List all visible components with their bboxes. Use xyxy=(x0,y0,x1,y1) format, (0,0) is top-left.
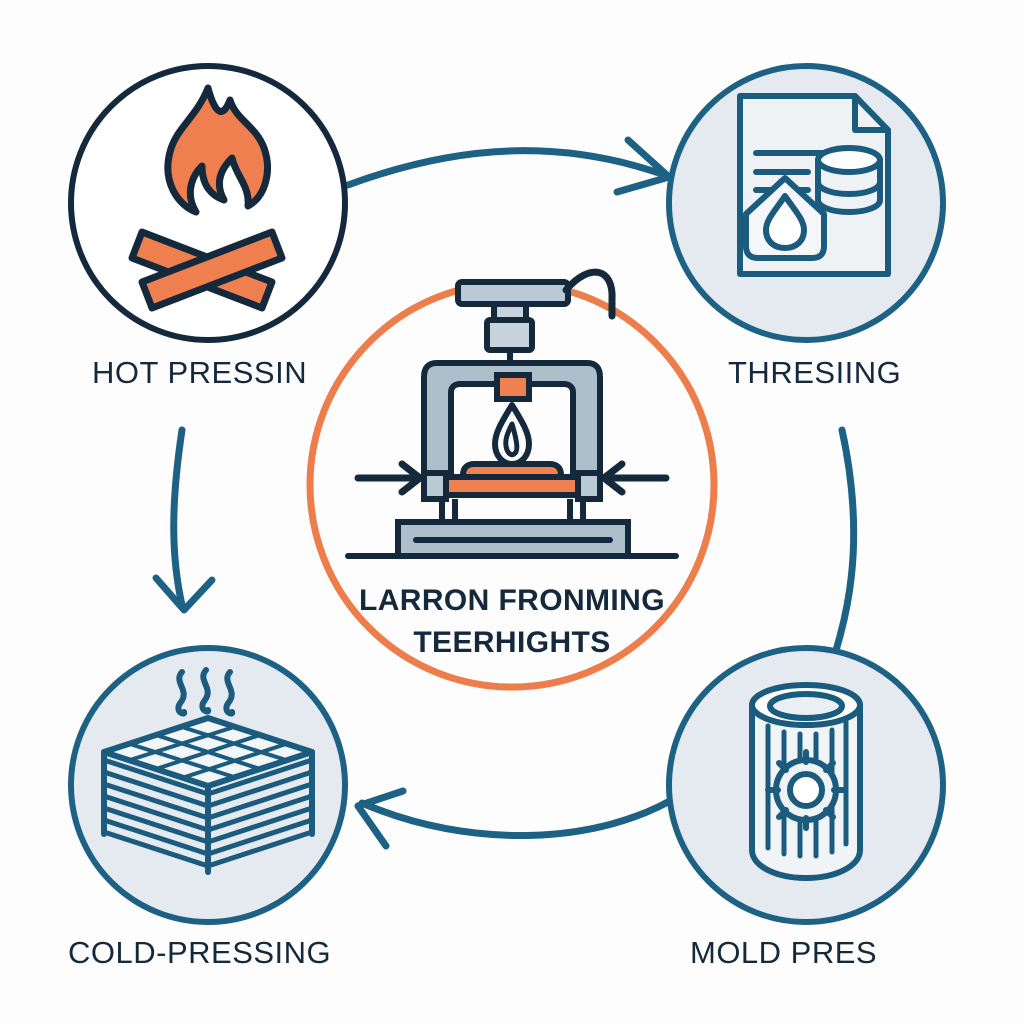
arrowhead-icon xyxy=(152,574,216,614)
arrow-right-icon xyxy=(600,460,670,496)
press-machine-icon xyxy=(345,268,679,559)
document-droplet-coins-icon xyxy=(737,93,891,277)
node-circle xyxy=(68,63,348,343)
connector-mold-to-cold xyxy=(354,787,684,850)
arrowhead-icon xyxy=(354,787,407,850)
node-hot-pressing[interactable] xyxy=(68,63,348,343)
ribbed-cylinder-gear-icon xyxy=(749,682,863,881)
layered-stack-steam-icon xyxy=(101,667,315,875)
center-caption-line1: LARRON FRONMING xyxy=(359,584,665,617)
node-threshing[interactable] xyxy=(666,63,946,343)
arrow-left-icon xyxy=(354,460,424,496)
node-label-hot-pressing: HOT PRESSIN xyxy=(92,355,308,390)
node-cold-pressing[interactable] xyxy=(68,645,348,925)
center-caption-line2: TEERHIGHTS xyxy=(413,626,611,659)
connector-hot-to-cold xyxy=(152,426,216,614)
node-mold-press[interactable] xyxy=(666,645,946,925)
campfire-icon xyxy=(128,84,286,312)
node-label-cold-pressing: COLD-PRESSING xyxy=(68,935,332,970)
node-label-mold-press: MOLD PRES xyxy=(690,935,878,970)
center-caption: LARRON FRONMING TEERHIGHTS xyxy=(312,580,712,664)
node-label-threshing: THRESIING xyxy=(728,355,902,390)
center-hub[interactable] xyxy=(306,268,718,691)
